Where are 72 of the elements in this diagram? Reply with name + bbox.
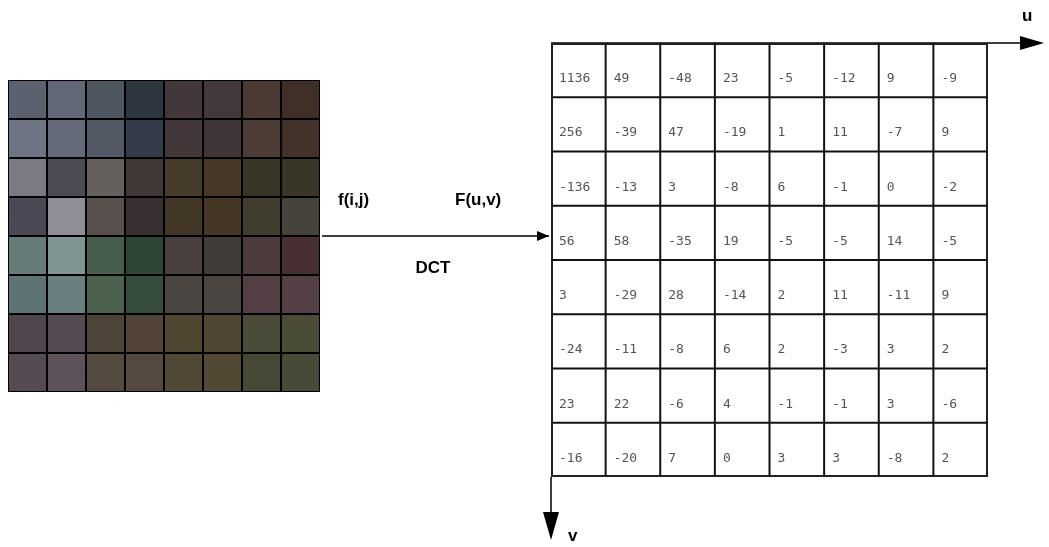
coefficient-value: 2 bbox=[777, 287, 786, 302]
coefficient-value: -16 bbox=[559, 449, 583, 465]
coefficient-value: -1 bbox=[777, 395, 794, 411]
coefficient-value: 23 bbox=[559, 395, 575, 411]
coefficient-value: -14 bbox=[722, 287, 747, 302]
coefficient-value: 2 bbox=[941, 449, 950, 465]
coefficient-value: 11 bbox=[832, 287, 848, 302]
coefficient-value: 9 bbox=[941, 287, 950, 302]
coefficient-value: 3 bbox=[559, 287, 567, 302]
coefficient-value: 49 bbox=[613, 70, 630, 85]
coefficient-value: -11 bbox=[613, 341, 638, 357]
coefficient-value: -29 bbox=[613, 287, 638, 302]
coefficient-value: 3 bbox=[886, 395, 895, 411]
coefficient-value: -1 bbox=[832, 178, 848, 194]
coefficient-value: -9 bbox=[941, 70, 958, 85]
coefficient-value: -7 bbox=[886, 124, 903, 140]
coefficient-value: -5 bbox=[777, 70, 794, 85]
axis-label: v bbox=[568, 526, 578, 546]
coefficient-value: -8 bbox=[886, 449, 903, 465]
coefficient-value: -6 bbox=[668, 395, 684, 411]
coefficient-value: -39 bbox=[613, 124, 638, 140]
coefficient-value: -5 bbox=[832, 232, 848, 248]
coefficient-value: 3 bbox=[668, 178, 677, 194]
coefficient-value: 3 bbox=[777, 449, 786, 465]
coefficient-value: -3 bbox=[832, 341, 848, 357]
function-label: f(i,j) bbox=[338, 190, 370, 210]
coefficient-table bbox=[551, 43, 988, 477]
coefficient-value: -19 bbox=[722, 124, 747, 140]
coefficient-value: -136 bbox=[559, 178, 591, 194]
coefficient-value: 2 bbox=[777, 341, 786, 357]
coefficient-value: 47 bbox=[668, 124, 684, 140]
coefficient-value: -13 bbox=[613, 178, 638, 194]
coefficient-value: 0 bbox=[886, 178, 895, 194]
coefficient-value: 0 bbox=[722, 449, 731, 465]
coefficient-value: 11 bbox=[832, 124, 848, 140]
coefficient-value: 19 bbox=[722, 232, 739, 248]
coefficient-value: 1 bbox=[777, 124, 786, 140]
coefficient-value: 3 bbox=[886, 341, 895, 357]
coefficient-value: 9 bbox=[941, 124, 950, 140]
coefficient-value: -8 bbox=[668, 341, 684, 357]
coefficient-value: -48 bbox=[668, 70, 692, 85]
coefficient-value: -1 bbox=[832, 395, 848, 411]
coefficient-value: 22 bbox=[613, 395, 630, 411]
coefficient-value: -24 bbox=[559, 341, 583, 357]
coefficient-value: 3 bbox=[832, 449, 840, 465]
coefficient-value: 7 bbox=[668, 449, 677, 465]
function-label: F(u,v) bbox=[455, 190, 502, 210]
coefficient-value: -35 bbox=[668, 232, 692, 248]
coefficient-value: -2 bbox=[941, 178, 958, 194]
coefficient-value: 4 bbox=[722, 395, 731, 411]
coefficient-value: -12 bbox=[832, 70, 856, 85]
edge-label: DCT bbox=[415, 258, 451, 278]
coefficient-value: -11 bbox=[886, 287, 911, 302]
coefficient-value: 56 bbox=[559, 232, 575, 248]
coefficient-value: -6 bbox=[941, 395, 958, 411]
pixel-block-drawing bbox=[8, 80, 320, 392]
coefficient-value: -5 bbox=[777, 232, 794, 248]
coefficient-value: -8 bbox=[722, 178, 739, 194]
coefficient-value: 58 bbox=[613, 232, 630, 248]
coefficient-value: 6 bbox=[722, 341, 731, 357]
coefficient-value: 14 bbox=[886, 232, 903, 248]
coefficient-value: 6 bbox=[777, 178, 786, 194]
coefficient-value: 1136 bbox=[559, 70, 591, 85]
axis-label: u bbox=[1022, 6, 1033, 26]
arrow bbox=[321, 231, 550, 241]
coefficient-value: -5 bbox=[941, 232, 958, 248]
coefficient-value: 2 bbox=[941, 341, 950, 357]
coefficient-value: -20 bbox=[613, 449, 638, 465]
coefficient-value: 9 bbox=[886, 70, 895, 85]
coefficient-value: 23 bbox=[722, 70, 739, 85]
coefficient-value: 256 bbox=[559, 124, 583, 140]
coefficient-value: 28 bbox=[668, 287, 684, 302]
